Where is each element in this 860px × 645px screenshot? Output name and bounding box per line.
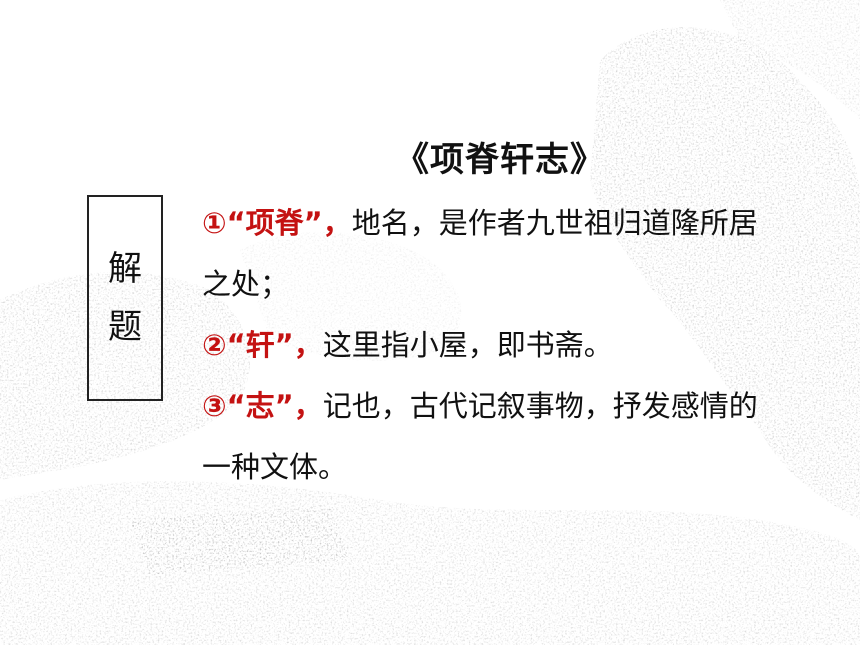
item-term: “志” — [226, 389, 294, 423]
item-text: 记也，古代记叙事物，抒发感情的一种文体。 — [202, 389, 758, 484]
explanation-item: ②“轩”，这里指小屋，即书斋。 — [202, 315, 762, 376]
label-char-2: 题 — [108, 307, 142, 347]
item-separator: ， — [293, 328, 323, 362]
section-label-box: 解 题 — [87, 195, 163, 401]
item-text: 地名，是作者九世祖归道隆所居之处； — [202, 206, 758, 301]
explanation-item: ①“项脊”，地名，是作者九世祖归道隆所居之处； — [202, 193, 762, 315]
item-marker: ② — [202, 328, 227, 362]
item-term: “轩” — [226, 328, 294, 362]
item-separator: ， — [322, 206, 352, 240]
label-char-1: 解 — [108, 249, 142, 289]
item-marker: ③ — [202, 389, 227, 423]
explanation-list: ①“项脊”，地名，是作者九世祖归道隆所居之处； ②“轩”，这里指小屋，即书斋。 … — [202, 193, 762, 498]
item-marker: ① — [202, 206, 227, 240]
item-text: 这里指小屋，即书斋。 — [322, 328, 613, 362]
item-term: “项脊” — [226, 206, 323, 240]
explanation-item: ③“志”，记也，古代记叙事物，抒发感情的一种文体。 — [202, 376, 762, 498]
page-title: 《项脊轩志》 — [395, 140, 605, 180]
item-separator: ， — [293, 389, 323, 423]
